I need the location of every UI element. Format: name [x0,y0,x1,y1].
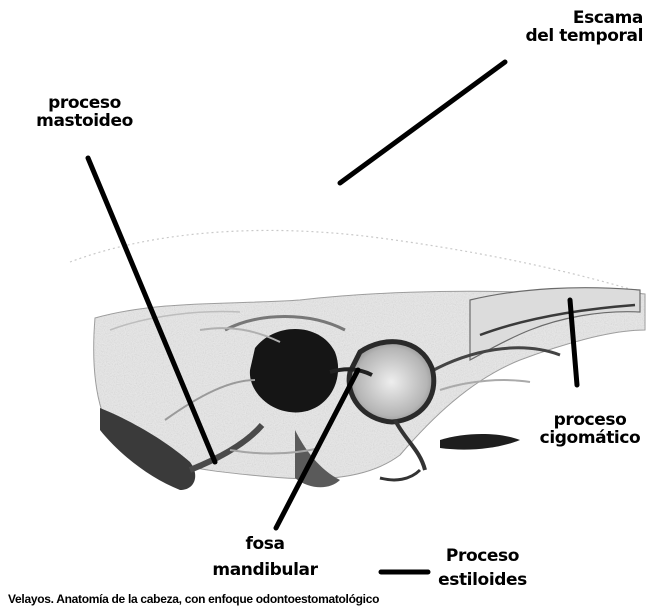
leader-line-escama [340,62,505,183]
squama-outline [70,230,640,292]
image-caption: Velayos. Anatomía de la cabeza, con enfo… [8,592,379,606]
label-escama-line2: del temporal [525,28,643,46]
label-proceso-mastoideo: proceso mastoideo [22,95,147,131]
label-escama-temporal: Escama del temporal [525,10,643,46]
label-estiloides-line1: Proceso [430,548,535,566]
label-proceso-estiloides: Proceso estiloides [430,548,535,590]
acoustic-meatus-shape [250,329,338,412]
label-mastoideo-line2: mastoideo [22,113,147,131]
label-fosa-line2: mandibular [205,562,325,580]
label-fosa-mandibular: fosa mandibular [205,536,325,580]
label-proceso-cigomatico: proceso cigomático [535,412,645,448]
label-estiloides-line2: estiloides [430,572,535,590]
label-cigomatico-line2: cigomático [535,430,645,448]
label-fosa-line1: fosa [205,536,325,554]
mandibular-fossa-shape [349,342,434,422]
temporal-bone-body [94,288,645,490]
